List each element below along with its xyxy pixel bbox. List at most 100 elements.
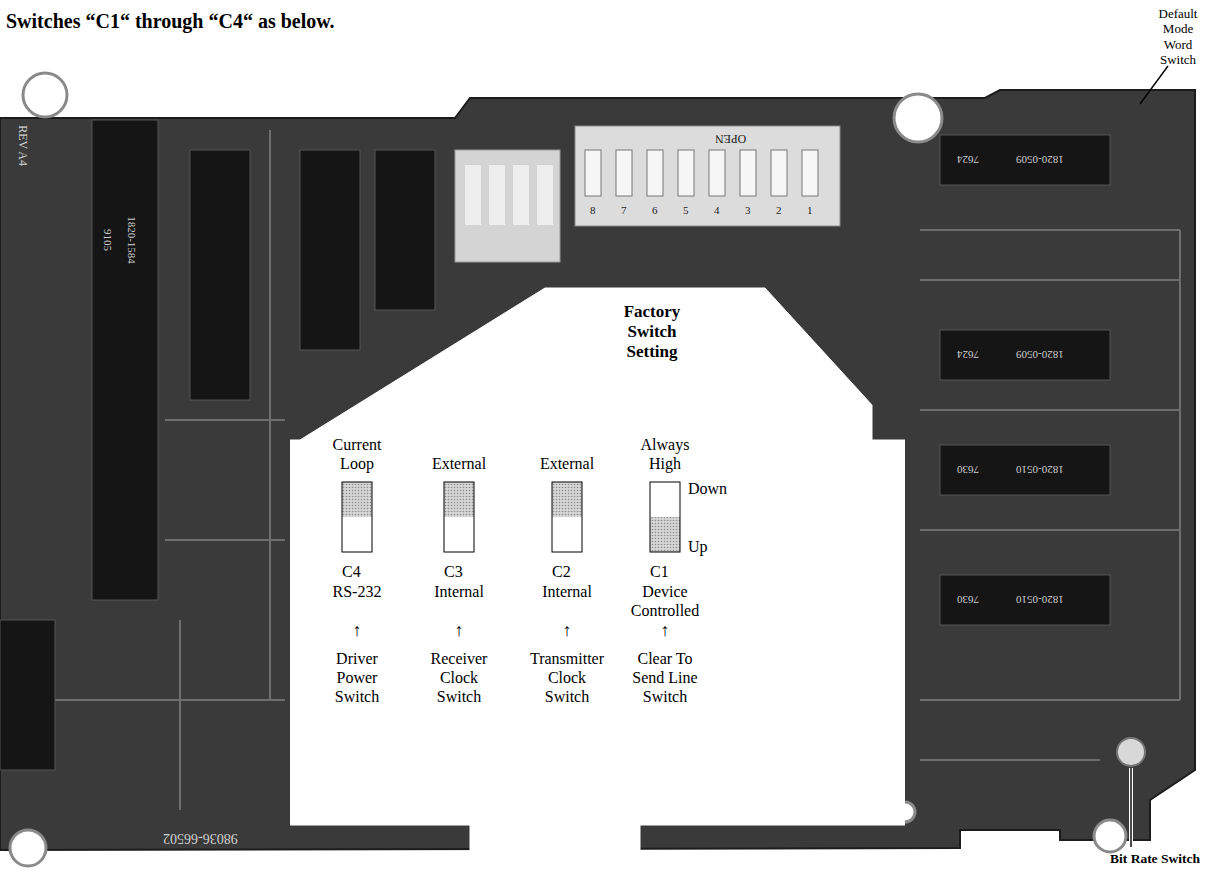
silkscreen-text: 9105 (102, 229, 114, 251)
ic-chip (940, 445, 1110, 495)
silkscreen-text: 5 (683, 204, 689, 216)
c-switch-block (455, 150, 560, 262)
ic-chip (190, 150, 250, 400)
trace (165, 539, 285, 541)
silkscreen-text: 7 (621, 204, 627, 216)
arrow-symbol: ↑ (444, 620, 474, 641)
switch-toggle (678, 150, 694, 196)
silkscreen-text: 8 (590, 204, 596, 216)
ic-chip (0, 620, 55, 770)
setting-label: Internal (419, 583, 499, 602)
mode-word-dip-switch (575, 126, 840, 226)
arrow-symbol: ↑ (650, 620, 680, 641)
setting-label: External (527, 455, 607, 474)
switch-toggle (537, 165, 553, 225)
switch-toggle (465, 165, 481, 225)
arrow-symbol: ↑ (342, 620, 372, 641)
trace (920, 229, 1180, 231)
silkscreen-text: 1820-0509 (1016, 154, 1064, 166)
setting-label: Down (688, 480, 727, 499)
trace (179, 620, 181, 810)
leader-line (1130, 768, 1131, 847)
ic-chip (92, 120, 158, 600)
callout-label: Bit Rate Switch (1110, 851, 1200, 867)
switch-shade (650, 517, 680, 552)
silkscreen-text: 7624 (957, 349, 979, 361)
figure-heading: Switches “C1“ through “C4“ as below. (6, 10, 335, 34)
switch-shade (342, 482, 372, 517)
switch-toggle (585, 150, 601, 196)
callout-label: Default Mode Word Switch (1152, 6, 1204, 67)
silkscreen-text: 4 (714, 204, 720, 216)
switch-outline (444, 482, 474, 552)
setting-label: Internal (527, 583, 607, 602)
switch-outline (650, 482, 680, 552)
switch-outline (342, 482, 372, 552)
setting-label: Always High (633, 436, 697, 474)
switch-name: C1 (650, 563, 669, 582)
switch-toggle (771, 150, 787, 196)
leader-halo (1129, 768, 1133, 847)
switch-toggle (647, 150, 663, 196)
trace (1179, 230, 1181, 700)
panel-shape (290, 288, 905, 858)
silkscreen-text: 6 (652, 204, 658, 216)
silkscreen-text: 2 (776, 204, 782, 216)
silkscreen-text: 7630 (957, 594, 979, 606)
switch-toggle (513, 165, 529, 225)
switch-toggle (489, 165, 505, 225)
panel-outline (290, 275, 905, 860)
switch-function: Receiver Clock Switch (426, 650, 492, 707)
switch-outline (552, 482, 582, 552)
switch-name: C2 (552, 563, 571, 582)
switch-toggle (802, 150, 818, 196)
silkscreen-text: 98036-66502 (163, 831, 238, 846)
setting-panel: Factory Switch Setting (290, 275, 905, 860)
silkscreen-text: 7630 (957, 464, 979, 476)
switch-toggle (616, 150, 632, 196)
silkscreen-text: 1 (807, 204, 813, 216)
ic-chip (940, 575, 1110, 625)
ic-chip (375, 150, 435, 310)
panel-heading: Factory Switch Setting (602, 302, 702, 362)
switch-function: Transmitter Clock Switch (525, 650, 609, 707)
ic-chip (300, 150, 360, 350)
silkscreen-text: 7624 (957, 154, 979, 166)
switch-shade (552, 482, 582, 517)
ic-chip (940, 330, 1110, 380)
mounting-hole (1094, 820, 1126, 852)
silkscreen-text: REV A4 (15, 125, 28, 166)
mounting-hole (894, 94, 942, 142)
silkscreen-text: 1820-0509 (1016, 349, 1064, 361)
silkscreen-text: 1820-1584 (126, 216, 138, 264)
silkscreen-text: OPEN (715, 132, 746, 145)
switch-toggle (740, 150, 756, 196)
switch-shade (444, 482, 474, 517)
switch-function: Clear To Send Line Switch (628, 650, 702, 707)
leader-line (1140, 66, 1168, 104)
trace (920, 409, 1180, 411)
switch-body (455, 150, 560, 262)
trace (165, 419, 285, 421)
trace (40, 699, 285, 701)
trace (920, 759, 1100, 761)
mounting-holes (10, 73, 1126, 866)
switch-name: C4 (342, 563, 361, 582)
trace (920, 279, 1180, 281)
setting-label: External (419, 455, 499, 474)
ic-chip (940, 135, 1110, 185)
switch-name: C3 (444, 563, 463, 582)
trace (269, 130, 271, 700)
mounting-hole (23, 73, 67, 117)
trace (920, 699, 1180, 701)
bit-rate-switch (1117, 738, 1145, 766)
silkscreen-text: 1820-0510 (1016, 594, 1064, 606)
trace (920, 529, 1180, 531)
arrow-symbol: ↑ (552, 620, 582, 641)
silkscreen-text: 3 (745, 204, 751, 216)
switch-body (575, 126, 840, 226)
switch-toggle (709, 150, 725, 196)
switch-function: Driver Power Switch (325, 650, 389, 707)
setting-label: Device Controlled (623, 583, 707, 621)
